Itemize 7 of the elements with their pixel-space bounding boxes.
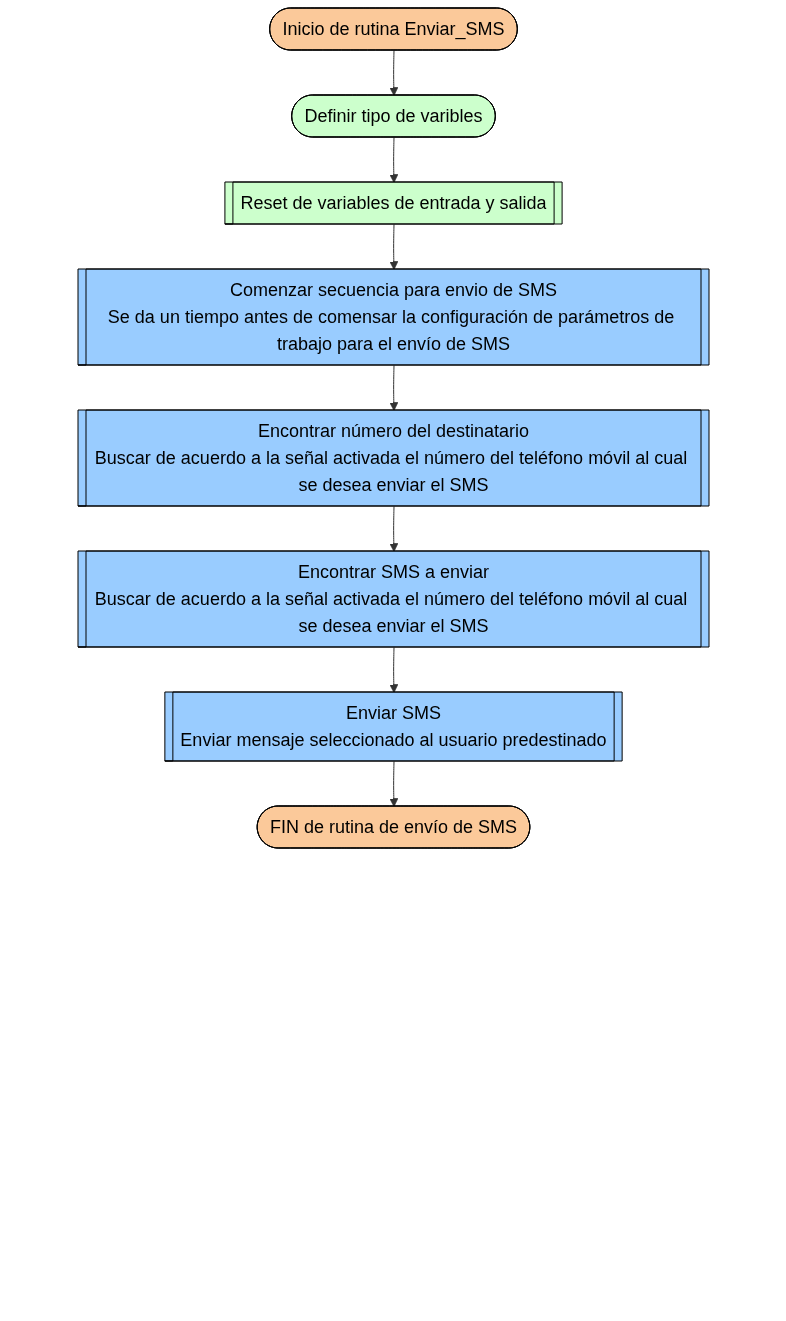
arrow [388, 761, 398, 807]
arrow [388, 647, 398, 693]
arrow [388, 50, 398, 96]
arrow [388, 365, 398, 411]
arrow [388, 506, 398, 552]
arrow [388, 137, 398, 183]
arrow [388, 224, 398, 270]
